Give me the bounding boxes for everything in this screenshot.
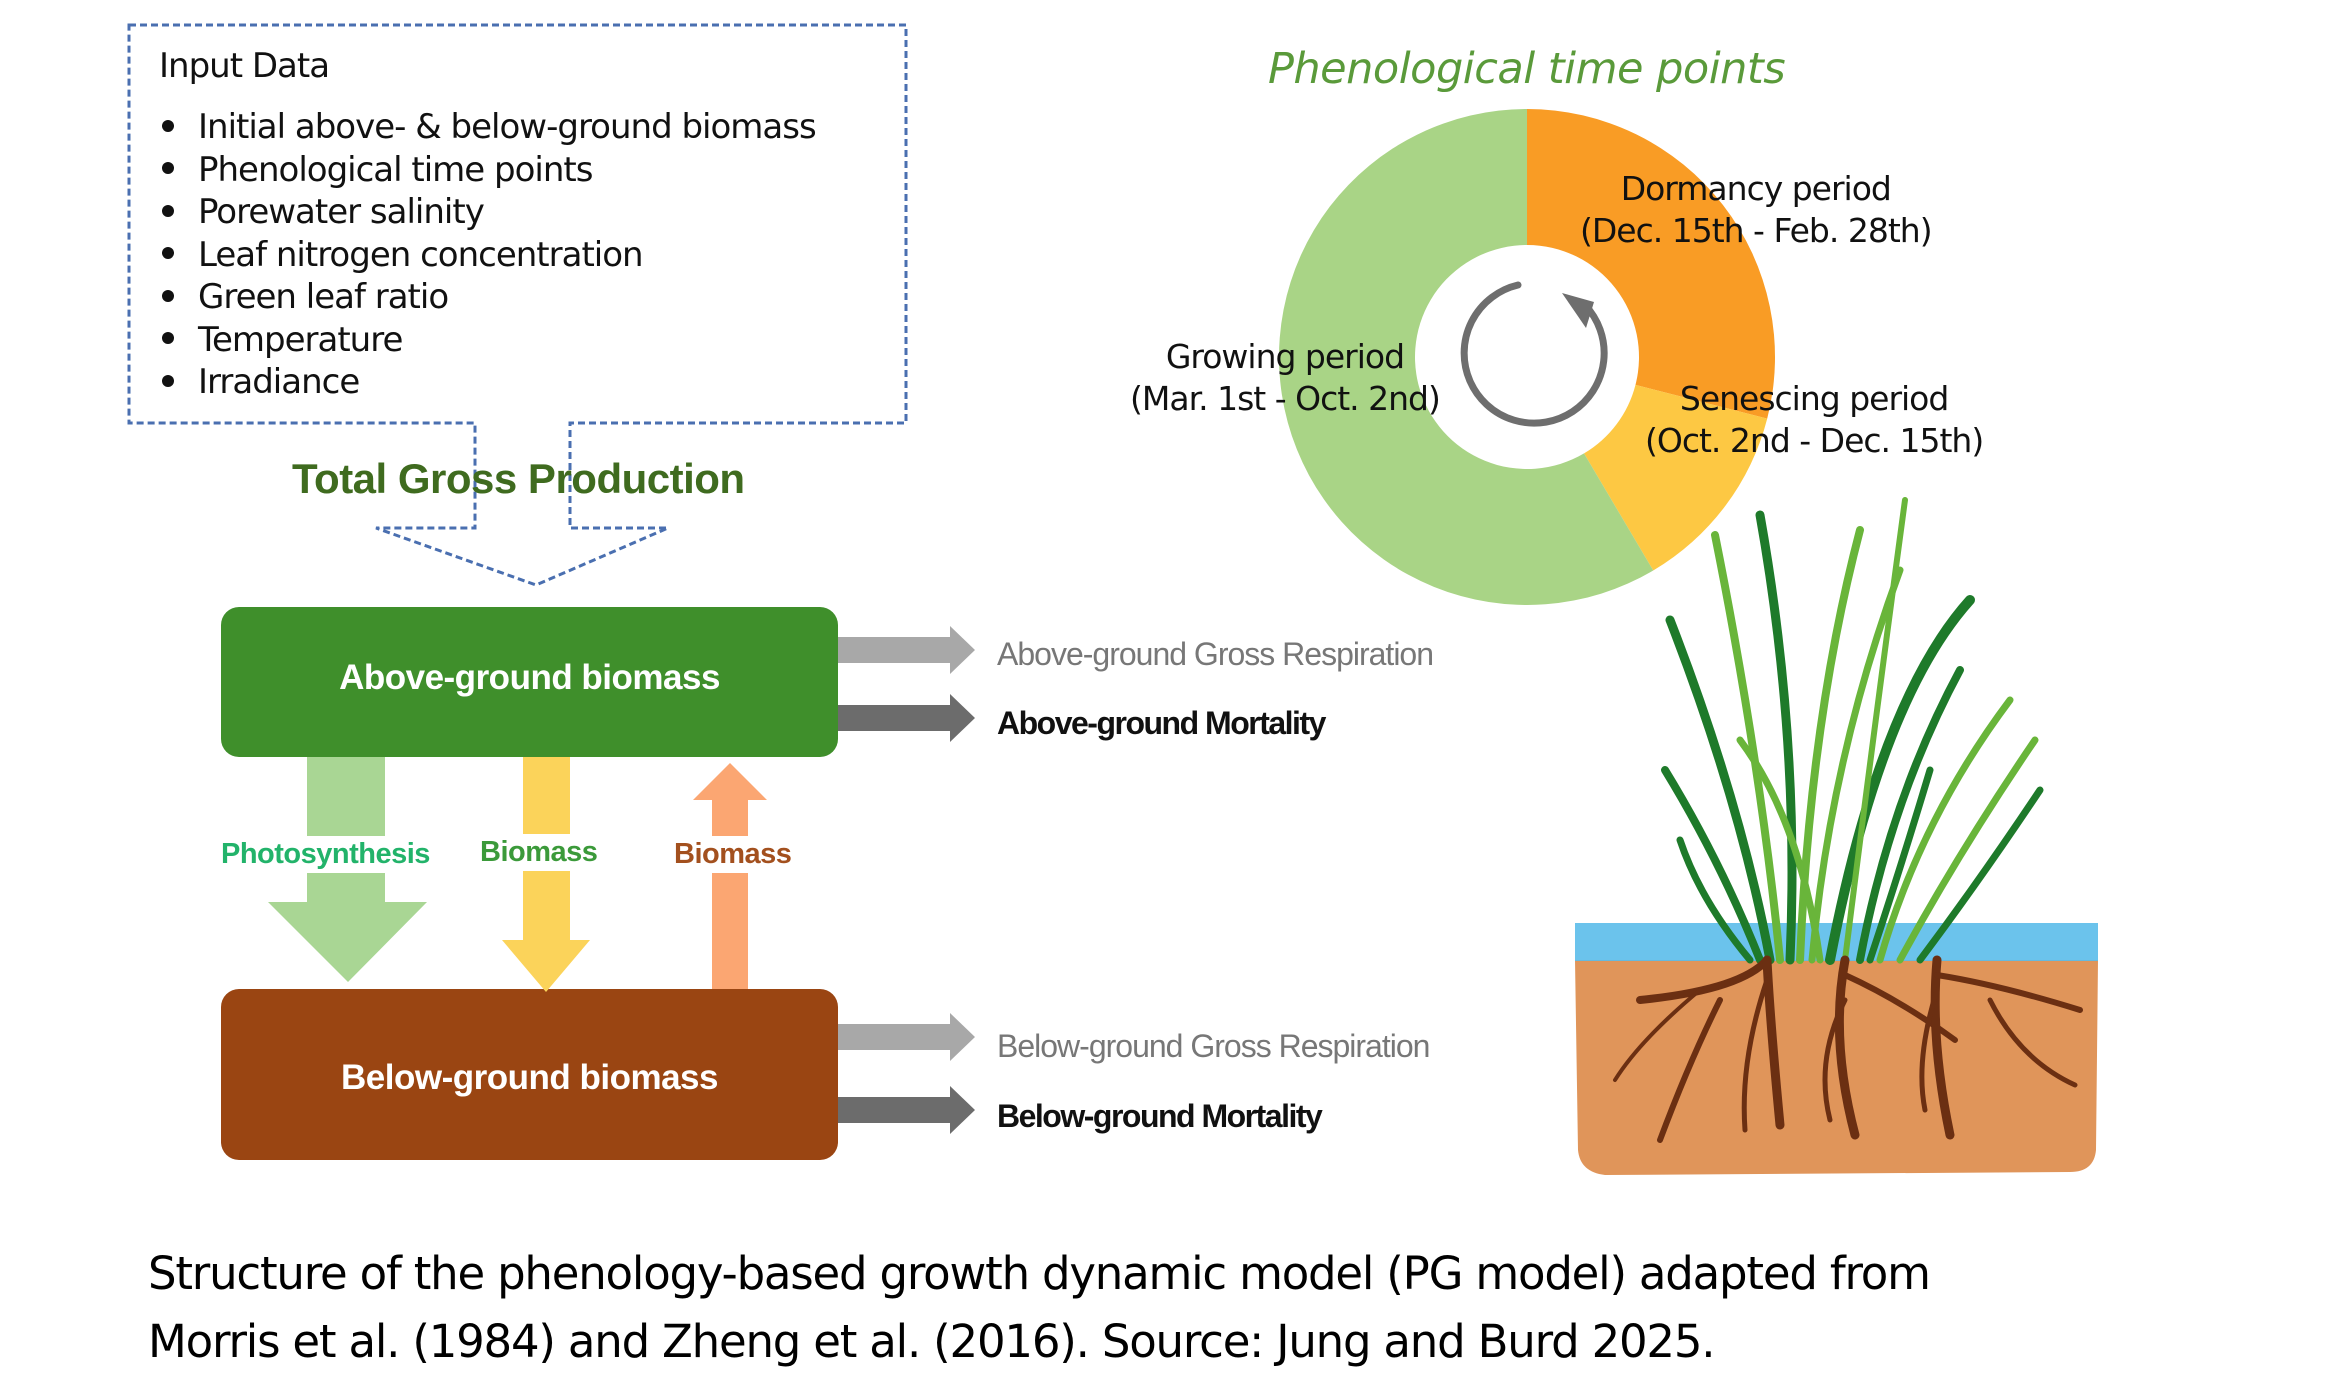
bullet-icon: [162, 289, 174, 302]
below-ground-respiration-label: Below-ground Gross Respiration: [997, 1028, 1430, 1064]
bullet-icon: [162, 247, 174, 259]
phenology-title: Phenological time points: [1268, 44, 1786, 94]
cycle-arrow-icon: [1460, 281, 1608, 427]
bullet-icon: [162, 332, 174, 344]
below-ground-mortality-label: Below-ground Mortality: [997, 1098, 1323, 1134]
above-ground-biomass-label: Above-ground biomass: [339, 658, 720, 697]
input-data-item: Initial above- & below-ground biomass: [162, 106, 817, 149]
bullet-icon: [162, 162, 174, 174]
below-ground-biomass-label: Below-ground biomass: [341, 1058, 718, 1097]
photosynthesis-label: Photosynthesis: [221, 836, 430, 873]
grass-roots: [1613, 955, 2083, 1143]
figure-caption: Structure of the phenology-based growth …: [148, 1240, 1931, 1376]
input-data-title: Input Data: [159, 46, 330, 86]
input-data-item: Leaf nitrogen concentration: [162, 234, 816, 277]
below-respiration-arrow: [838, 1013, 975, 1061]
bullet-icon: [162, 204, 174, 217]
phenology-donut: [1278, 108, 1775, 606]
caption-line-1: Structure of the phenology-based growth …: [148, 1247, 1931, 1300]
above-ground-respiration-label: Above-ground Gross Respiration: [997, 636, 1434, 672]
senescing-period-label: Senescing period (Oct. 2nd - Dec. 15th): [1645, 379, 1984, 460]
dormancy-segment: [1527, 109, 1775, 419]
bullet-icon: [162, 374, 174, 387]
input-data-item: Irradiance: [162, 361, 816, 404]
marsh-grass-illustration: [1575, 497, 2098, 1175]
below-mortality-arrow: [838, 1086, 975, 1134]
input-data-item: Porewater salinity: [162, 191, 816, 234]
above-mortality-arrow: [838, 694, 975, 742]
input-data-item: Temperature: [162, 319, 816, 362]
biomass-up-label: Biomass: [674, 836, 792, 873]
below-ground-biomass-box: [221, 989, 838, 1160]
caption-line-2: Morris et al. (1984) and Zheng et al. (2…: [148, 1315, 1716, 1368]
above-respiration-arrow: [838, 626, 975, 674]
biomass-up-arrow: [693, 763, 767, 989]
soil-block: [1575, 960, 2098, 1175]
bullet-icon: [162, 119, 174, 132]
growing-segment: [1278, 108, 1654, 606]
above-ground-biomass-box: [221, 607, 838, 757]
input-data-item: Green leaf ratio: [162, 276, 816, 319]
input-data-callout-border: [127, 23, 908, 587]
biomass-down-arrow: [502, 757, 590, 992]
input-data-list: Initial above- & below-ground biomass Ph…: [162, 106, 817, 404]
growing-period-label: Growing period (Mar. 1st - Oct. 2nd): [1130, 337, 1441, 418]
dormancy-period-label: Dormancy period (Dec. 15th - Feb. 28th): [1580, 169, 1933, 250]
senescing-segment: [1584, 384, 1768, 571]
total-gross-production-label: Total Gross Production: [292, 455, 745, 502]
grass-leaves: [1661, 497, 2044, 965]
above-ground-mortality-label: Above-ground Mortality: [997, 705, 1326, 741]
input-data-item: Phenological time points: [162, 149, 816, 192]
biomass-down-label: Biomass: [480, 834, 598, 871]
